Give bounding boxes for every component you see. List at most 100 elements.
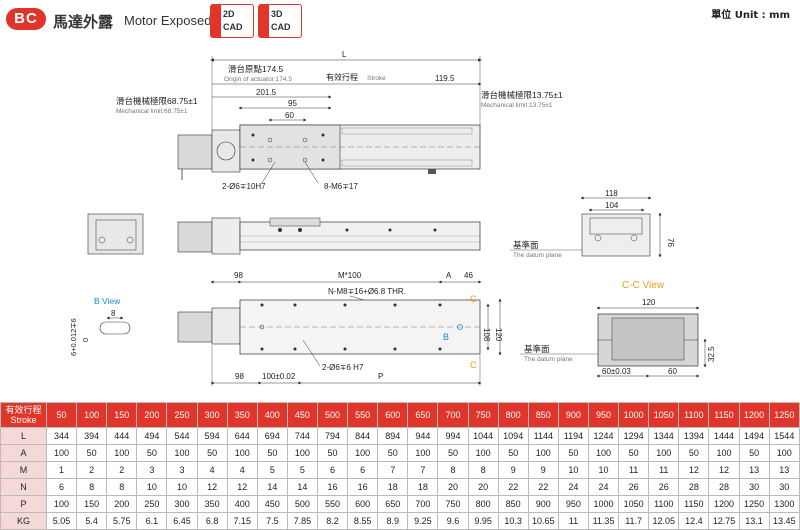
series-badge: BC <box>6 8 46 30</box>
dim-46: 46 <box>464 271 473 280</box>
dim-95: 95 <box>288 99 297 108</box>
end-view: 118 104 76 基準面 The datum plane <box>510 189 675 259</box>
table-cell: 944 <box>407 427 439 445</box>
table-cell: 5.75 <box>106 512 138 530</box>
table-cell: 100 <box>45 444 78 462</box>
dim-L: L <box>342 50 347 59</box>
table-cell: 1044 <box>467 427 499 445</box>
table-cell: 18 <box>377 478 409 496</box>
table-cell: 10 <box>136 478 168 496</box>
table-cell: 400 <box>226 495 258 513</box>
table-cell: 6 <box>316 461 349 479</box>
cad-tab-icon <box>259 5 269 37</box>
table-cell: 50 <box>437 444 469 462</box>
table-header-stroke: 800 <box>497 402 529 428</box>
table-cell: 2 <box>76 461 108 479</box>
table-cell: 3 <box>166 461 198 479</box>
table-cell: 1144 <box>527 427 559 445</box>
table-cell: 494 <box>136 427 168 445</box>
table-cell: 28 <box>708 478 740 496</box>
table-cell: 1300 <box>768 495 800 513</box>
table-header-stroke: 550 <box>347 402 379 428</box>
table-cell: 800 <box>467 495 499 513</box>
table-cell: 1294 <box>618 427 650 445</box>
table-header-stroke: 400 <box>256 402 288 428</box>
cad-tab-icon <box>211 5 221 37</box>
table-cell: 50 <box>316 444 349 462</box>
datum2-label-cn: 基準面 <box>524 344 550 354</box>
cad-2d-label-bottom: CAD <box>223 22 243 32</box>
table-cell: 50 <box>557 444 589 462</box>
unit-label: 單位 Unit : mm <box>711 10 790 21</box>
cad-3d-button[interactable]: 3D CAD <box>258 4 302 38</box>
b-view-title: B View <box>94 296 121 306</box>
table-cell: 9 <box>497 461 529 479</box>
table-cell: 50 <box>196 444 228 462</box>
row-label: N <box>0 478 47 496</box>
table-cell: 20 <box>437 478 469 496</box>
section-c-bottom: C <box>470 360 477 370</box>
table-header-stroke: 600 <box>377 402 409 428</box>
table-cell: 10.65 <box>527 512 559 530</box>
cad-2d-button[interactable]: 2D CAD <box>210 4 254 38</box>
table-cell: 8 <box>106 478 138 496</box>
table-cell: 344 <box>45 427 78 445</box>
table-cell: 12 <box>226 478 258 496</box>
table-header-stroke: 300 <box>196 402 228 428</box>
motor-end-view <box>87 213 144 255</box>
dim-100-tol: 100±0.02 <box>262 372 296 381</box>
table-cell: 8 <box>76 478 108 496</box>
c-c-view-title: C-C View <box>622 280 665 291</box>
table-cell: 1244 <box>587 427 620 445</box>
table-cell: 150 <box>76 495 108 513</box>
dim-104: 104 <box>605 201 619 210</box>
hole-callout-2: 2-Ø6∓10H7 <box>222 182 266 191</box>
mech-limit-left-en: Mechanical limit:68.75±1 <box>116 108 188 115</box>
table-cell: 100 <box>527 444 559 462</box>
table-cell: 7.5 <box>256 512 288 530</box>
table-cell: 10 <box>557 461 589 479</box>
table-cell: 11.35 <box>587 512 620 530</box>
table-header-stroke: 950 <box>587 402 620 428</box>
b-dim-zero: 0 <box>81 338 90 342</box>
table-cell: 13 <box>768 461 800 479</box>
table-cell: 8.9 <box>377 512 409 530</box>
table-cell: 7 <box>407 461 439 479</box>
table-cell: 1194 <box>557 427 589 445</box>
table-cell: 1444 <box>708 427 740 445</box>
table-cell: 1050 <box>618 495 650 513</box>
hole-callout-2-h7: 2-Ø6∓6 H7 <box>322 363 364 372</box>
cad-3d-label-top: 3D <box>271 9 283 19</box>
table-cell: 850 <box>497 495 529 513</box>
table-cell: 644 <box>226 427 258 445</box>
row-label: M <box>0 461 47 479</box>
table-cell: 994 <box>437 427 469 445</box>
b-dim-tolerance: 6+0.012∓6 <box>69 318 78 356</box>
mech-limit-right-en: Mechanical limit:13.75±1 <box>481 102 553 109</box>
table-header-stroke: 350 <box>226 402 258 428</box>
table-cell: 14 <box>286 478 318 496</box>
mech-limit-left-cn: 滑台機械極限68.75±1 <box>116 96 198 106</box>
table-header-stroke: 100 <box>76 402 108 428</box>
table-cell: 9.95 <box>467 512 499 530</box>
table-header-first: 有效行程 Stroke <box>0 402 47 428</box>
table-header-stroke: 750 <box>467 402 499 428</box>
table-cell: 100 <box>708 444 740 462</box>
mech-limit-right-cn: 滑台機械極限13.75±1 <box>481 90 563 100</box>
table-cell: 5.05 <box>45 512 78 530</box>
table-cell: 9 <box>527 461 559 479</box>
table-cell: 650 <box>377 495 409 513</box>
hole-callout-8: 8-M6∓17 <box>324 182 358 191</box>
table-cell: 300 <box>166 495 198 513</box>
table-cell: 100 <box>347 444 379 462</box>
table-header-stroke: 1100 <box>678 402 710 428</box>
table-cell: 7 <box>377 461 409 479</box>
table-cell: 1394 <box>678 427 710 445</box>
section-c-top: C <box>470 294 477 304</box>
dim-76: 76 <box>666 238 675 247</box>
